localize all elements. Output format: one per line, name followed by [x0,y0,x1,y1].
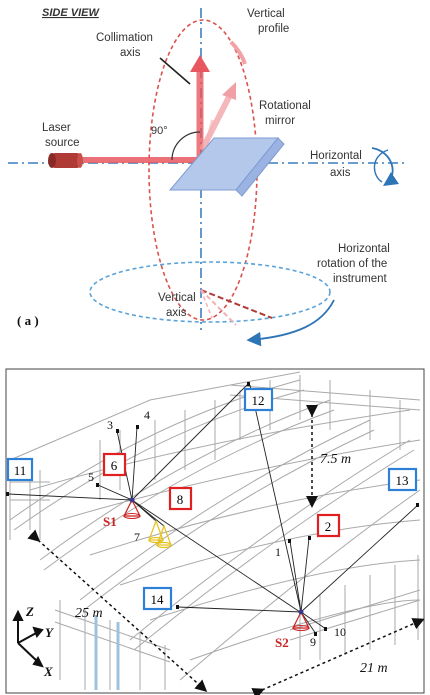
mirror-label-1: Rotational [259,100,311,112]
station-s1-instrument [123,497,141,519]
panel-a: SIDE VIEW 90° [8,7,405,347]
laser-source [48,153,83,168]
red-target-boxes: 6 8 2 [102,452,341,538]
mirror-label-2: mirror [265,115,295,127]
station-s2-instrument [292,609,310,631]
target-label: 4 [144,408,150,422]
target-label: 9 [310,635,316,649]
panel-b: 11 12 13 14 6 8 2 1 3 4 5 7 9 10 [5,368,425,695]
blue-target-label: 11 [14,463,27,478]
s1-rays [7,383,301,613]
target-markers [6,382,419,636]
collimation-label-2: axis [120,47,141,59]
rotation-label-2: rotation of the [317,258,387,270]
length-dimension-line [27,529,208,693]
laser-label-2: source [45,137,80,149]
rotation-label-1: Horizontal [338,243,390,255]
width-dimension-label: 21 m [360,661,388,676]
blue-target-label: 14 [151,592,165,607]
target-label: 3 [107,418,113,432]
blue-target-label: 12 [252,393,265,408]
blue-target-label: 13 [396,473,409,488]
vertical-axis-label-2: axis [166,307,187,319]
y-axis-label: Y [45,625,54,640]
horizontal-axis-label-1: Horizontal [310,150,362,162]
vertical-profile-mark [229,40,247,65]
target-label: 7 [134,530,140,544]
target-label: 10 [334,625,346,639]
red-target-label: 2 [325,519,332,534]
station-s1-label: S1 [103,514,117,529]
x-axis-label: X [43,664,53,679]
s2-rays [177,384,419,635]
collimation-arrow-head [190,55,210,72]
width-dimension-line [251,618,425,695]
vertical-profile-label-2: profile [258,23,289,35]
rotation-beam-1 [200,289,273,319]
vertical-axis-label-1: Vertical [158,292,196,304]
cone-targets [148,519,172,549]
collimation-pointer [159,57,191,85]
z-axis-label: Z [25,604,34,619]
target-label: 1 [275,545,281,559]
horizontal-axis-label-2: axis [330,167,351,179]
red-target-label: 8 [177,492,184,507]
collimation-label-1: Collimation [96,32,153,44]
instrument-rotation-arrow [246,299,335,347]
rotation-label-3: instrument [333,273,387,285]
target-label: 5 [88,470,94,484]
side-view-title: SIDE VIEW [42,7,100,19]
laser-label-1: Laser [42,122,71,134]
vertical-profile-label-1: Vertical [247,8,285,20]
length-dimension-label: 25 m [75,606,103,621]
coordinate-axes [12,609,44,668]
plain-target-labels: 1 3 4 5 7 9 10 [88,408,346,649]
red-target-label: 6 [111,458,118,473]
height-dimension-label: 7.5 m [320,452,351,467]
station-s2-label: S2 [275,635,289,650]
horizontal-rotation-ellipse [89,261,331,323]
rotational-mirror [168,137,285,197]
axis-rotation-arrow [371,147,399,187]
panel-a-label: ( a ) [17,313,39,328]
angle-label: 90° [151,125,168,137]
blue-target-boxes: 11 12 13 14 [6,387,418,611]
right-angle-arc [171,131,201,161]
